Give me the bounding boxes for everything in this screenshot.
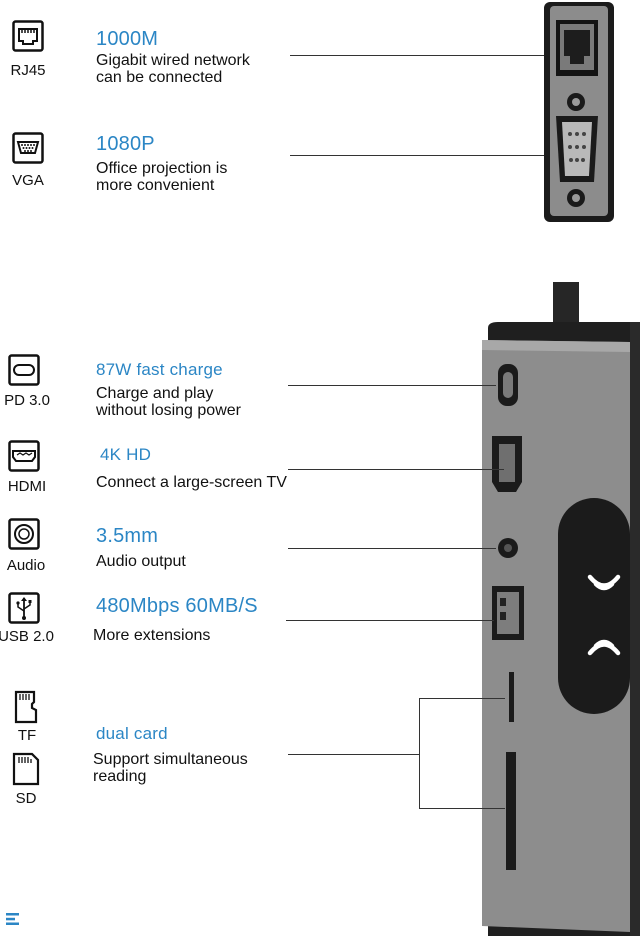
usb-pointer-line xyxy=(286,620,494,621)
card-pointer-line xyxy=(288,754,420,755)
usb-desc: More extensions xyxy=(93,627,211,644)
type-c-icon xyxy=(8,354,40,386)
sd-bracket-line xyxy=(419,808,505,809)
usb-icon xyxy=(8,592,40,624)
audio-label: Audio xyxy=(6,557,46,574)
audio-desc: Audio output xyxy=(96,553,186,570)
vga-icon xyxy=(12,132,44,164)
hdmi-title: 4K HD xyxy=(100,445,152,464)
rj45-label: RJ45 xyxy=(10,62,46,79)
hdmi-icon xyxy=(8,440,40,472)
tf-card-icon xyxy=(10,690,42,724)
tf-label: TF xyxy=(17,727,37,744)
pd-title: 87W fast charge xyxy=(96,360,223,379)
vga-pointer-line xyxy=(290,155,556,156)
tf-bracket-line xyxy=(419,698,505,699)
pd-pointer-line xyxy=(288,385,496,386)
menu-mark-icon xyxy=(6,912,20,926)
usb-label: USB 2.0 xyxy=(0,628,54,645)
usb-title: 480Mbps 60MB/S xyxy=(96,595,258,617)
device-body xyxy=(470,282,640,936)
vga-label: VGA xyxy=(12,172,44,189)
vga-title: 1080P xyxy=(96,133,155,155)
rj45-title: 1000M xyxy=(96,28,159,50)
audio-title: 3.5mm xyxy=(96,525,159,547)
hdmi-label: HDMI xyxy=(7,478,47,495)
hdmi-desc: Connect a large-screen TV xyxy=(96,474,287,491)
card-title: dual card xyxy=(96,724,168,743)
audio-jack-icon xyxy=(8,518,40,550)
sd-card-icon xyxy=(10,752,42,786)
pd-label: PD 3.0 xyxy=(4,392,50,409)
rj45-pointer-line xyxy=(290,55,556,56)
device-side-top xyxy=(543,2,615,222)
audio-pointer-line xyxy=(288,548,496,549)
hdmi-pointer-line xyxy=(288,469,504,470)
sd-label: SD xyxy=(15,790,37,807)
rj45-icon xyxy=(12,20,44,52)
card-bracket-vertical xyxy=(419,698,420,808)
